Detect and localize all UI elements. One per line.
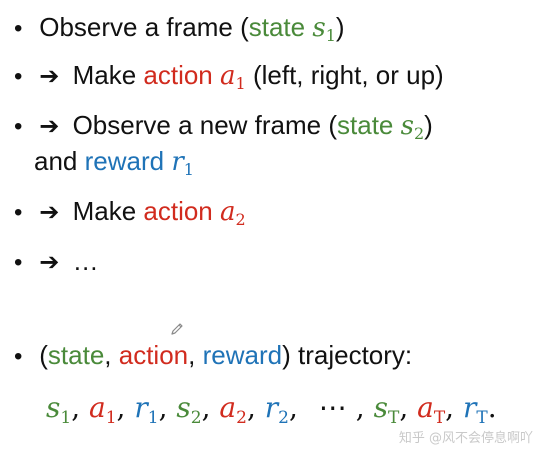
traj-rT: rT: [462, 391, 488, 429]
bullet-text: Make: [72, 60, 137, 90]
arrow-icon: ➔: [39, 248, 60, 276]
bullet-observe-frame: • Observe a frame (state s1): [14, 12, 345, 51]
bullet-make-action-2: • ➔ Make action a2: [14, 196, 246, 235]
action-options: (left, right, or up): [252, 60, 444, 90]
pen-icon: [171, 323, 183, 335]
traj-sT: sT: [373, 391, 400, 429]
bullet-dot: •: [14, 199, 23, 226]
ellipsis-text: …: [72, 246, 99, 276]
state-word: state: [248, 12, 306, 42]
state-word: state: [337, 110, 394, 140]
action-variable: a2: [220, 197, 246, 229]
open-paren: (: [39, 340, 48, 370]
traj-aT: aT: [417, 391, 446, 429]
traj-ellipsis: ⋯: [318, 391, 348, 424]
arrow-icon: ➔: [39, 62, 60, 90]
comma: ,: [104, 340, 112, 370]
trajectory-label: trajectory:: [298, 340, 413, 370]
traj-s1: s1: [46, 391, 72, 429]
state-variable: s2: [400, 111, 425, 143]
bullet-text: Make: [72, 196, 137, 226]
reward-word: reward: [84, 146, 165, 176]
traj-r1: r1: [134, 391, 159, 429]
bullet-text: Observe a new frame (: [72, 110, 338, 140]
bullet-dot: •: [14, 113, 23, 140]
bullet-dot: •: [14, 15, 23, 42]
state-variable: s1: [312, 13, 336, 45]
bullet-text: and: [34, 146, 78, 176]
arrow-icon: ➔: [39, 112, 60, 140]
comma: ,: [188, 340, 196, 370]
action-variable: a1: [220, 61, 246, 93]
action-word: action: [143, 196, 213, 226]
trajectory-sequence: s1, a1, r1, s2, a2, r2, ⋯, sT, aT, rT.: [46, 391, 497, 429]
bullet-ellipsis: • ➔ …: [14, 246, 99, 278]
bullet-trajectory: • (state, action, reward) trajectory:: [14, 340, 412, 372]
action-word: action: [118, 340, 189, 370]
close-paren: ): [335, 12, 345, 42]
bullet-dot: •: [14, 343, 23, 370]
close-paren: ): [282, 340, 291, 370]
close-paren: ): [424, 110, 433, 140]
traj-a1: a1: [89, 391, 117, 429]
reward-word: reward: [202, 340, 283, 370]
watermark: 知乎 @风不会停息啊吖: [398, 431, 533, 446]
bullet-reward-line: and reward r1: [34, 146, 194, 185]
bullet-dot: •: [14, 63, 23, 90]
bullet-text: Observe a frame (: [39, 12, 249, 42]
bullet-dot: •: [14, 249, 23, 276]
arrow-icon: ➔: [39, 198, 60, 226]
state-word: state: [47, 340, 105, 370]
traj-r2: r2: [264, 391, 289, 429]
traj-a2: a2: [219, 391, 247, 429]
action-word: action: [143, 60, 213, 90]
bullet-observe-new-frame: • ➔ Observe a new frame (state s2): [14, 110, 433, 149]
bullet-make-action-1: • ➔ Make action a1 (left, right, or up): [14, 60, 444, 99]
traj-s2: s2: [176, 391, 202, 429]
reward-variable: r1: [171, 147, 194, 179]
